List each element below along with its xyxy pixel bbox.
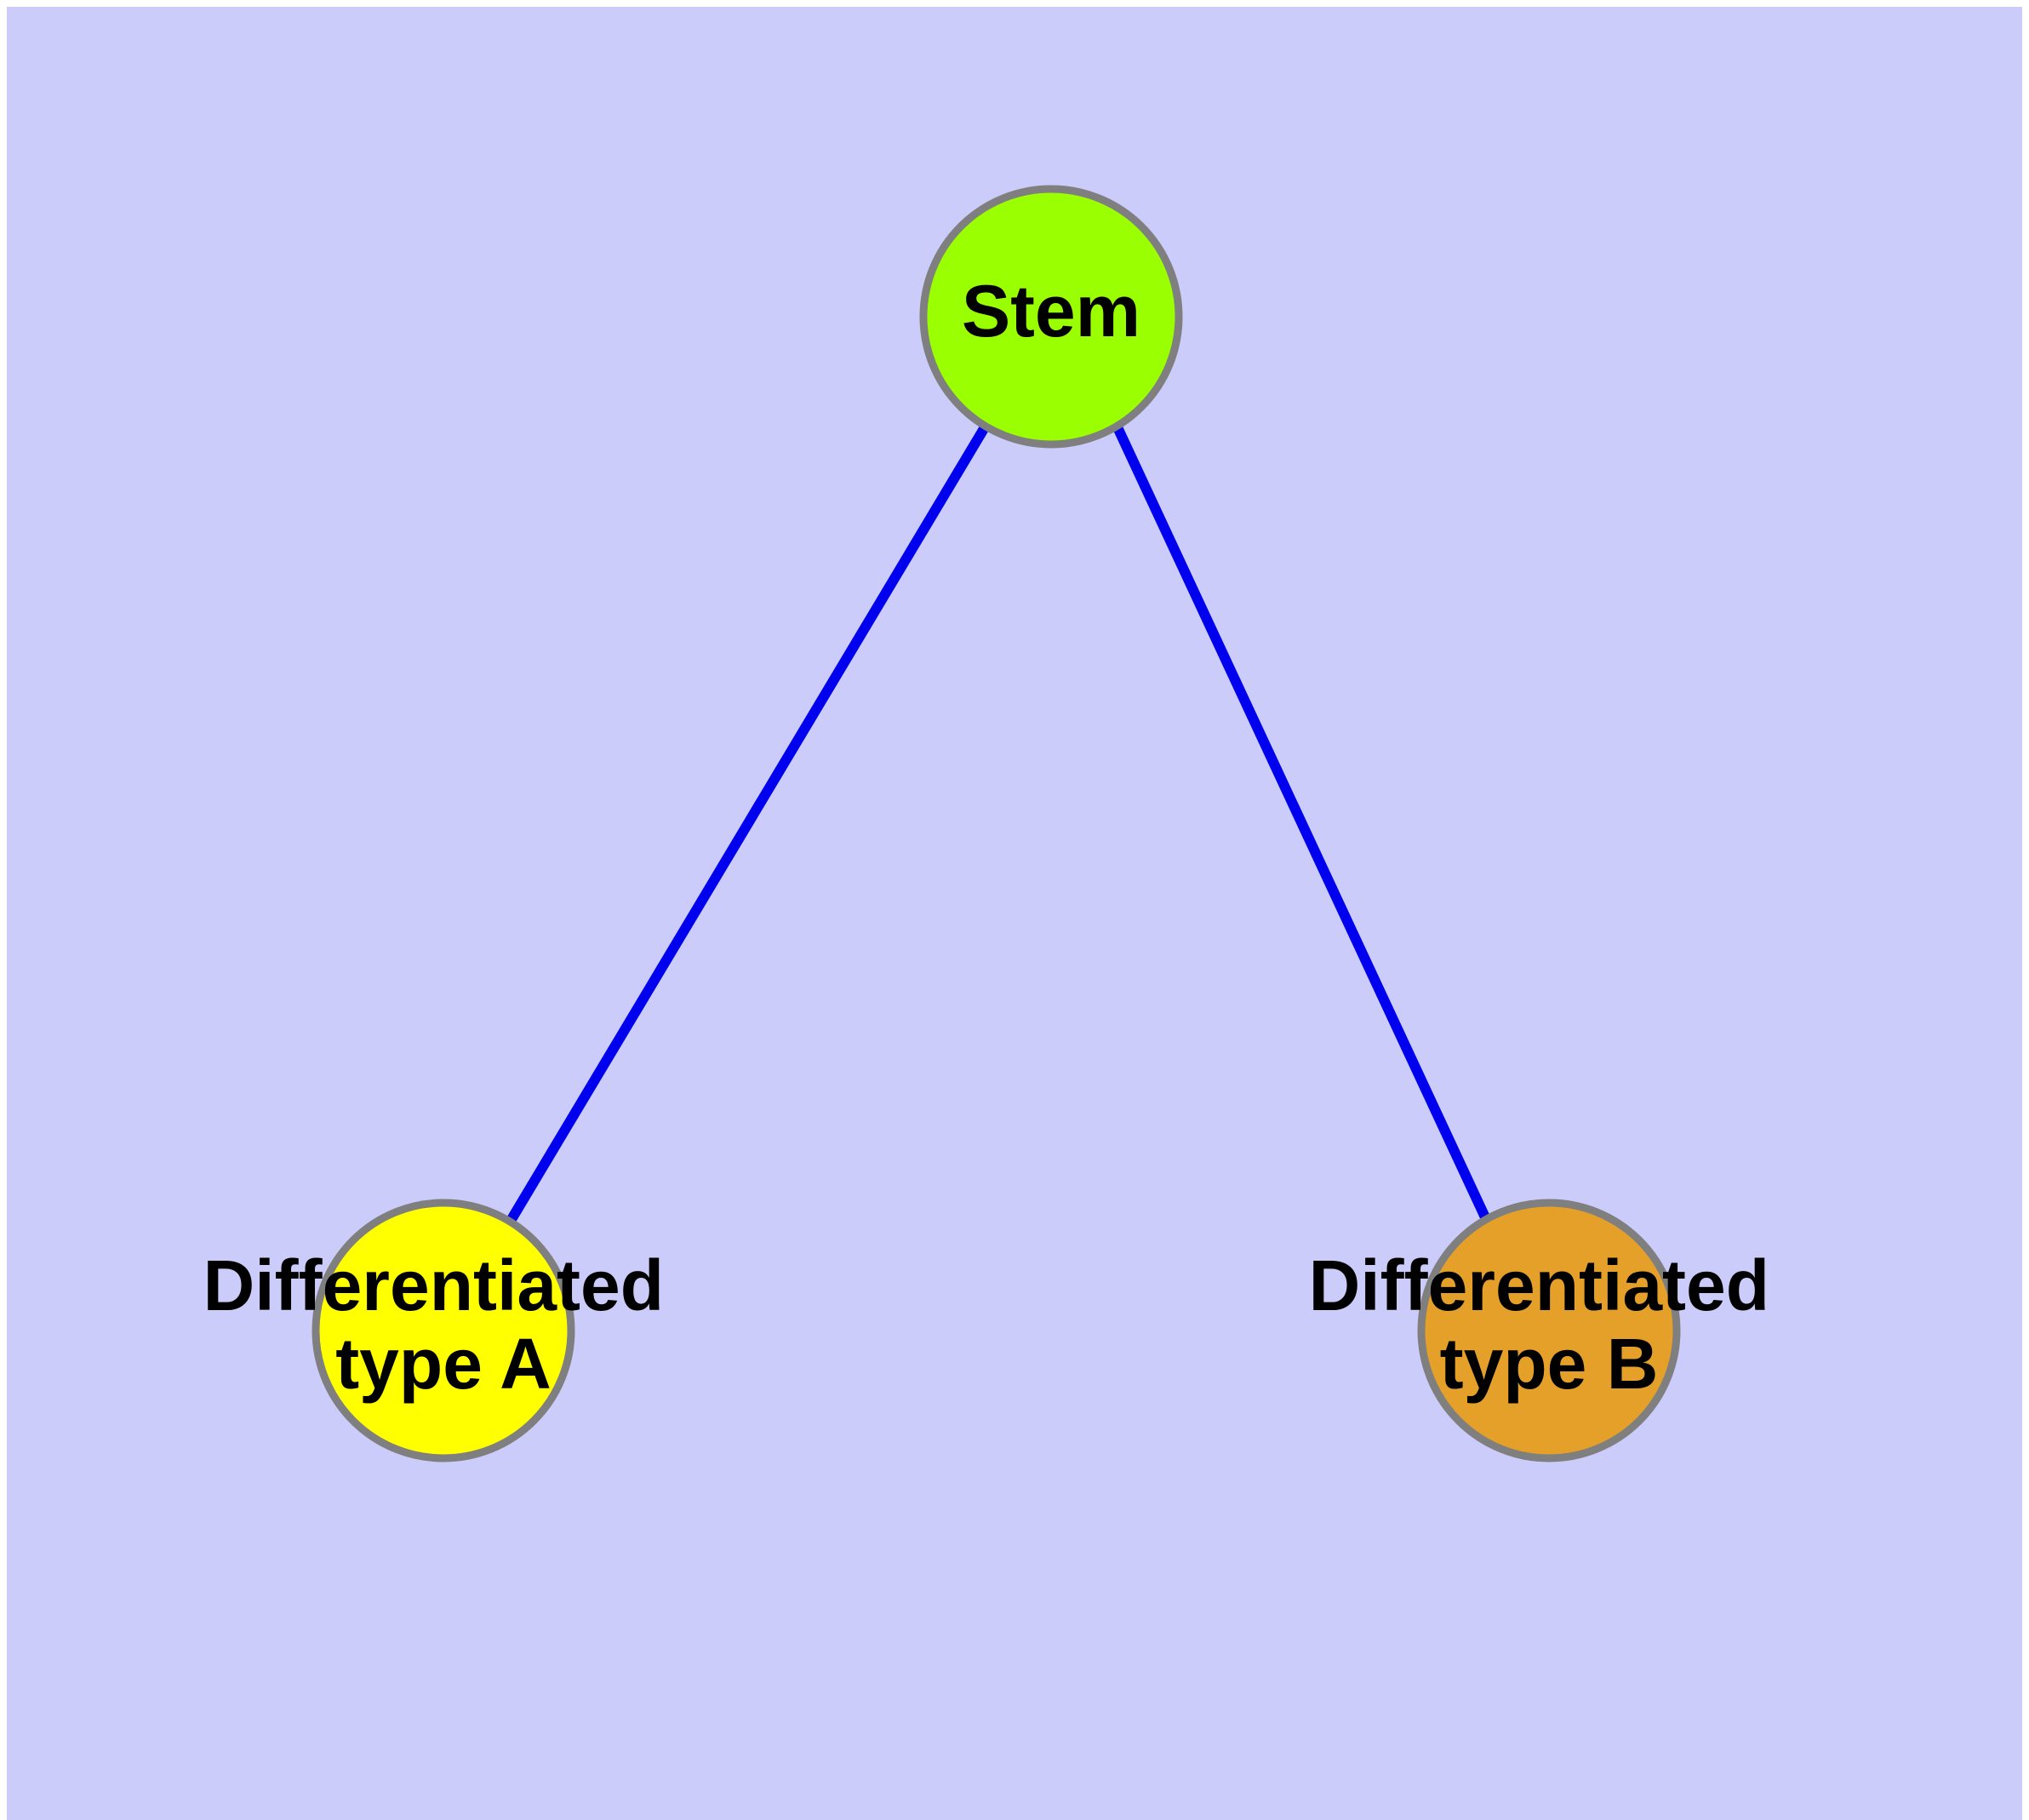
node-label-line1: Differentiated: [1309, 1245, 1769, 1325]
node-label-line2: type A: [335, 1324, 552, 1404]
node-differentiated-type-b[interactable]: Differentiated type B: [1309, 1199, 1790, 1462]
node-label-differentiated-type-a: Differentiated type A: [203, 1245, 684, 1404]
node-label-line1: Stem: [962, 271, 1140, 352]
node-circle-stem[interactable]: [919, 185, 1183, 449]
node-circle-differentiated-type-a[interactable]: [311, 1199, 575, 1462]
node-stem[interactable]: Stem: [919, 185, 1183, 449]
node-label-differentiated-type-b: Differentiated type B: [1309, 1245, 1790, 1404]
edge-stem-to-differentiated-type-b[interactable]: [1112, 425, 1490, 1220]
edge-stem-to-differentiated-type-a[interactable]: [506, 424, 990, 1224]
node-label-line1: Differentiated: [203, 1245, 664, 1325]
node-circle-differentiated-type-b[interactable]: [1417, 1199, 1681, 1462]
node-label-line2: type B: [1440, 1324, 1659, 1404]
node-differentiated-type-a[interactable]: Differentiated type A: [203, 1199, 684, 1462]
node-label-stem: Stem: [962, 271, 1140, 352]
